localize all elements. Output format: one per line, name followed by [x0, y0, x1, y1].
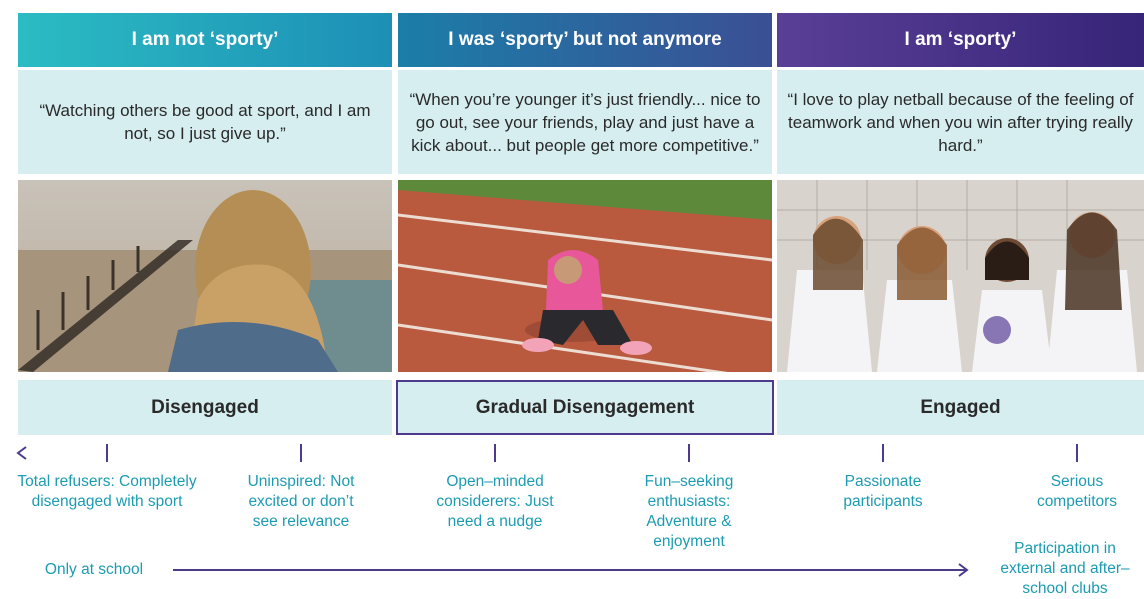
right-arrow-icon	[958, 563, 969, 577]
only-at-school-label: Only at school	[44, 561, 144, 578]
stage-disengaged: Disengaged	[18, 380, 392, 435]
segment-uninspired: Uninspired: Not excited or don’t see rel…	[247, 473, 355, 530]
header-am-sporty: I am ‘sporty’	[777, 13, 1144, 67]
girl-by-sea-photo	[18, 180, 392, 372]
quote-am-sporty: “I love to play netball because of the f…	[777, 70, 1144, 174]
segment-passionate: Passionate participants	[843, 473, 923, 510]
left-arrow-icon	[16, 446, 27, 460]
external-clubs-label: Participation in external and after–scho…	[1000, 540, 1130, 597]
header-not-sporty: I am not ‘sporty’	[18, 13, 392, 67]
stage-engaged: Engaged	[777, 380, 1144, 435]
quote-was-sporty: “When you’re younger it’s just friendly.…	[398, 70, 772, 174]
quote-not-sporty: “Watching others be good at sport, and I…	[18, 70, 392, 174]
segment-total-refusers: Total refusers: Completely disengaged wi…	[17, 473, 197, 510]
segment-open-minded: Open–minded considerers: Just need a nud…	[436, 473, 554, 530]
segment-fun-seeking: Fun–seeking enthusiasts: Adventure & enj…	[644, 473, 734, 550]
girl-on-track-photo	[398, 180, 772, 372]
segment-serious: Serious competitors	[1036, 473, 1118, 510]
engagement-axis	[16, 444, 1144, 577]
stage-gradual-disengagement: Gradual Disengagement	[396, 380, 774, 435]
netball-team-photo	[777, 180, 1144, 372]
header-was-sporty: I was ‘sporty’ but not anymore	[398, 13, 772, 67]
